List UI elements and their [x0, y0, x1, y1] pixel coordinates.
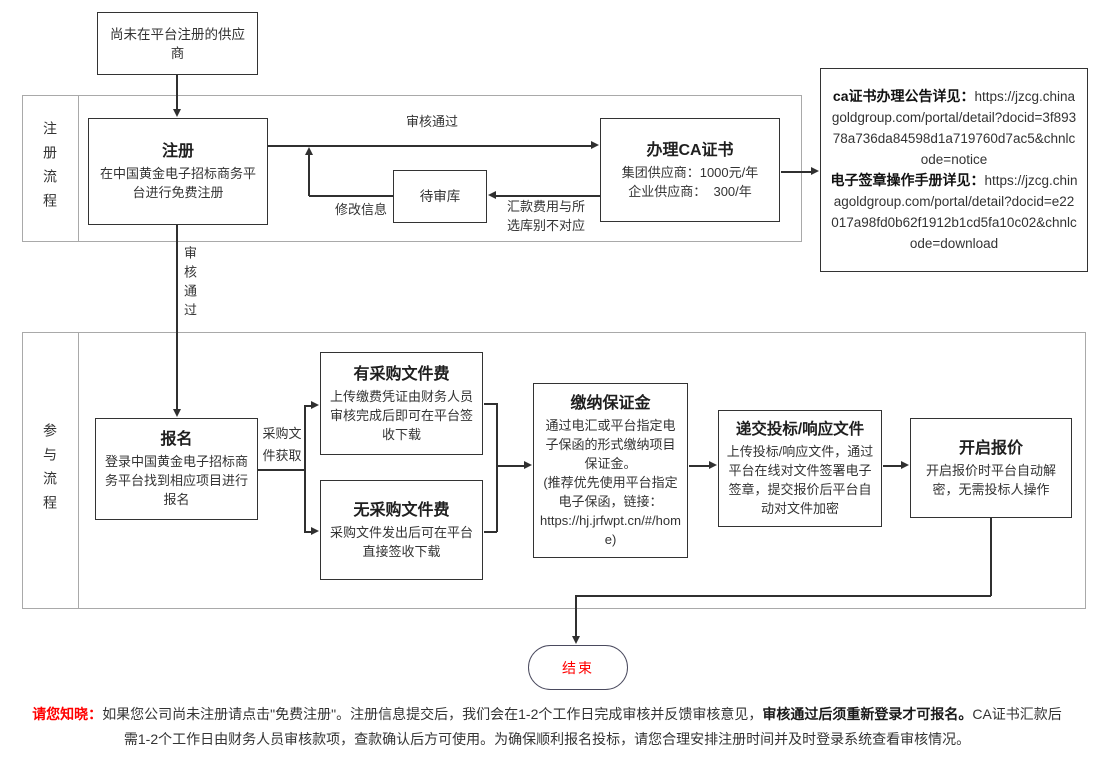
arrowhead-merge-deposit — [524, 461, 532, 469]
edge-merge-bottom-h — [484, 531, 497, 533]
edge-pending-return-v — [308, 154, 310, 196]
arrowhead-pending-return — [305, 147, 313, 155]
arrowhead-ca-info — [811, 167, 819, 175]
fee-yes-body: 上传缴费凭证由财务人员审核完成后即可在平台签收下载 — [329, 388, 473, 442]
arrowhead-ca-pending — [488, 191, 496, 199]
signup-node: 报名 登录中国黄金电子招标商务平台找到相应项目进行报名 — [95, 418, 258, 520]
edge-submit-openquote — [883, 465, 903, 467]
arrowhead-register-ca — [591, 141, 599, 149]
edge-register-signup — [176, 225, 178, 411]
end-node-text: 结束 — [562, 659, 594, 676]
registration-section-divider — [78, 95, 79, 242]
edge-branch-v — [304, 406, 306, 533]
ca-cert-line2: 企业供应商： 300/年 — [628, 183, 752, 199]
open-quote-body: 开启报价时平台自动解密，无需投标人操作 — [925, 462, 1056, 497]
edge-start-register — [176, 75, 178, 112]
signup-body: 登录中国黄金电子招标商务平台找到相应项目进行报名 — [104, 454, 248, 507]
notice-text1: 如果您公司尚未注册请点击"免费注册"。注册信息提交后，我们会在1-2个工作日完成… — [102, 706, 763, 722]
deposit-body: 通过电汇或平台指定电子保函的形式缴纳项目保证金。 (推荐优先使用平台指定电子保函… — [540, 417, 681, 547]
arrowhead-branch-fee-no — [311, 527, 319, 535]
ca-info-manual-label: 电子签章操作手册详见： — [830, 172, 985, 188]
participation-section-label: 参与流程 — [42, 422, 58, 519]
edge-ca-info — [781, 171, 813, 173]
arrowhead-deposit-submit — [709, 461, 717, 469]
audit-pass-vertical-label: 审核通过 — [182, 246, 197, 322]
fee-no-node: 无采购文件费 采购文件发出后可在平台直接签收下载 — [320, 480, 483, 580]
ca-cert-title: 办理CA证书 — [646, 141, 734, 159]
notice-paragraph: 请您知晓：如果您公司尚未注册请点击"免费注册"。注册信息提交后，我们会在1-2个… — [31, 702, 1063, 752]
submit-docs-body: 上传投标/响应文件，通过平台在线对文件签署电子签章，提交报价后平台自动对文件加密 — [726, 444, 874, 516]
register-body: 在中国黄金电子招标商务平台进行免费注册 — [99, 166, 256, 200]
participation-section-divider — [78, 332, 79, 609]
edge-branch-bottom-h — [304, 531, 313, 533]
arrowhead-end — [572, 636, 580, 644]
deposit-title: 缴纳保证金 — [570, 394, 651, 412]
end-node: 结束 — [528, 645, 628, 690]
pending-pool-node: 待审库 — [393, 170, 487, 223]
registration-section-frame — [22, 95, 802, 242]
edge-signup-branch-h — [258, 469, 305, 471]
deposit-node: 缴纳保证金 通过电汇或平台指定电子保函的形式缴纳项目保证金。 (推荐优先使用平台… — [533, 383, 688, 558]
ca-info-notice: ca证书办理公告详见：https://jzcg.chinagoldgroup.c… — [830, 86, 1078, 170]
start-node: 尚未在平台注册的供应商 — [97, 12, 258, 75]
edge-deposit-submit — [689, 465, 711, 467]
ca-info-notice-label: ca证书办理公告详见： — [832, 88, 975, 104]
ca-info-manual: 电子签章操作手册详见：https://jzcg.chinagoldgroup.c… — [830, 170, 1078, 254]
edge-merge-v — [496, 403, 498, 532]
edge-openquote-end — [575, 595, 577, 637]
signup-title: 报名 — [160, 431, 193, 448]
register-node: 注册 在中国黄金电子招标商务平台进行免费注册 — [88, 118, 268, 225]
fee-yes-node: 有采购文件费 上传缴费凭证由财务人员审核完成后即可在平台签收下载 — [320, 352, 483, 455]
edge-openquote-down — [990, 518, 992, 596]
arrowhead-submit-openquote — [901, 461, 909, 469]
registration-section-label: 注册流程 — [42, 120, 58, 217]
arrowhead-branch-fee-yes — [311, 401, 319, 409]
submit-docs-node: 递交投标/响应文件 上传投标/响应文件，通过平台在线对文件签署电子签章，提交报价… — [718, 410, 882, 527]
ca-cert-node: 办理CA证书 集团供应商：1000元/年 企业供应商： 300/年 — [600, 118, 780, 222]
submit-docs-title: 递交投标/响应文件 — [735, 421, 865, 438]
fee-yes-title: 有采购文件费 — [353, 365, 450, 383]
pending-pool-text: 待审库 — [419, 189, 461, 204]
remit-mismatch-label: 汇款费用与所选库别不对应 — [506, 199, 585, 233]
notice-prefix: 请您知晓： — [32, 706, 103, 722]
ca-info-manual-url: https://jzcg.chinagoldgroup.com/portal/d… — [831, 173, 1078, 251]
edge-register-ca — [268, 145, 592, 147]
ca-info-notice-url: https://jzcg.chinagoldgroup.com/portal/d… — [831, 89, 1077, 167]
register-title: 注册 — [161, 143, 194, 160]
edge-merge-deposit — [496, 465, 524, 467]
edge-branch-top-h — [304, 405, 313, 407]
doc-obtain-label: 采购文件获取 — [262, 426, 302, 463]
arrowhead-register-signup — [173, 409, 181, 417]
modify-info-label: 修改信息 — [334, 202, 387, 217]
edge-openquote-left — [575, 595, 991, 597]
arrowhead-start-register — [173, 109, 181, 117]
edge-ca-pending — [494, 195, 600, 197]
open-quote-title: 开启报价 — [958, 439, 1023, 457]
participation-section-frame — [22, 332, 1086, 609]
ca-info-box: ca证书办理公告详见：https://jzcg.chinagoldgroup.c… — [820, 68, 1088, 272]
start-node-text: 尚未在平台注册的供应商 — [110, 26, 245, 61]
ca-cert-line1: 集团供应商：1000元/年 — [621, 164, 759, 180]
open-quote-node: 开启报价 开启报价时平台自动解密，无需投标人操作 — [910, 418, 1072, 518]
fee-no-body: 采购文件发出后可在平台直接签收下载 — [329, 524, 473, 559]
fee-no-title: 无采购文件费 — [353, 501, 450, 519]
notice-text2: CA证书汇款后需1-2个工作日由财务人员审核款项，查款确认后方可使用。为确保顺利… — [123, 706, 1062, 747]
notice-bold: 审核通过后须重新登录才可报名。 — [762, 706, 973, 722]
edge-merge-top-h — [484, 403, 497, 405]
audit-pass-label: 审核通过 — [405, 114, 458, 129]
edge-pending-return-h — [309, 195, 393, 197]
